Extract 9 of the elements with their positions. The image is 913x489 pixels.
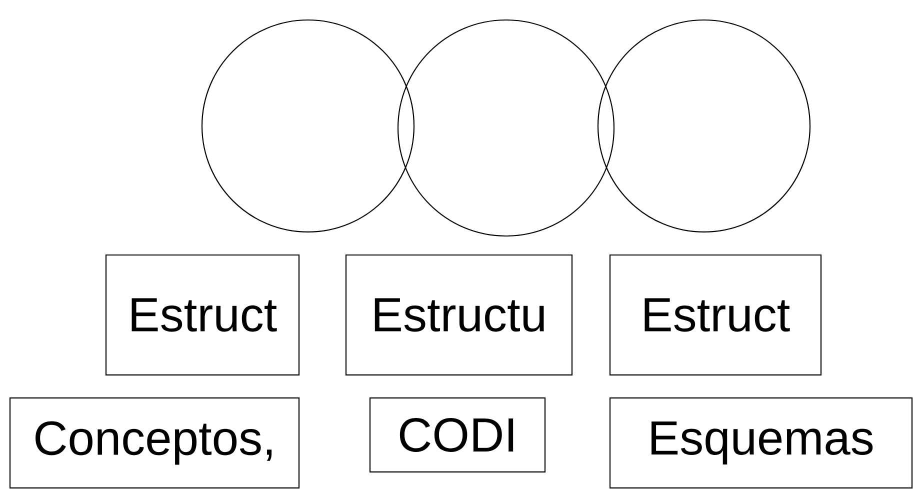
text-box: Estructu	[345, 254, 573, 376]
text-box: Estruct	[105, 254, 300, 376]
text-box: CODI	[369, 397, 546, 473]
circle-shape	[201, 19, 415, 233]
text-box: Conceptos,	[9, 397, 300, 489]
text-box: Esquemas	[609, 397, 913, 489]
circle-shape	[397, 19, 615, 237]
circle-shape	[597, 19, 811, 233]
text-box: Estruct	[609, 254, 822, 376]
